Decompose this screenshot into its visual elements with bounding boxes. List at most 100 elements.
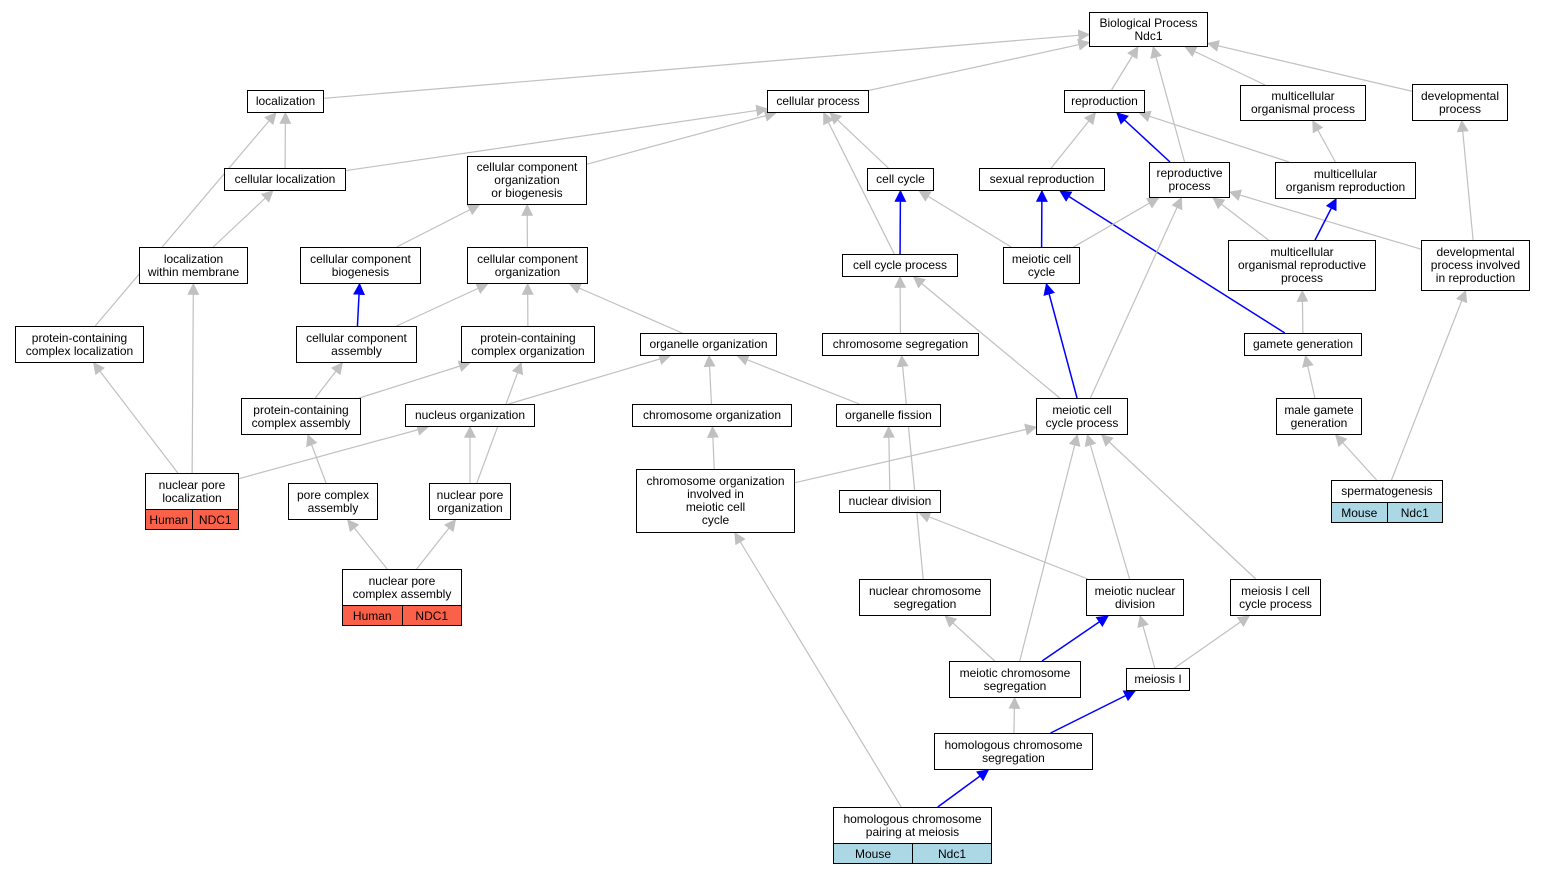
node-nuclear-division[interactable]: nuclear division	[839, 490, 941, 513]
edge-organelle_organization-to-cc_organization	[568, 282, 683, 334]
edge-gamete_generation-to-sexual_reproduction	[1059, 190, 1286, 334]
node-localization-within-membrane[interactable]: localization within membrane	[139, 247, 248, 284]
edge-meiotic_nuclear_division-to-nuclear_division	[918, 511, 1089, 580]
species-label: Human	[146, 510, 192, 529]
edge-reproductive_process-to-bp	[1150, 45, 1186, 163]
edge-pc_localization-to-localization	[94, 112, 277, 327]
node-meiotic-nuclear-division[interactable]: meiotic nuclear division	[1086, 579, 1184, 616]
edge-meiosis_i-to-meiotic_nuclear_division	[1137, 614, 1156, 669]
annotation-spermatogenesis: Mouse Ndc1	[1331, 502, 1443, 523]
node-nuclear-pore-localization[interactable]: nuclear pore localization	[145, 473, 239, 510]
node-biological-process[interactable]: Biological Process Ndc1	[1089, 12, 1208, 47]
edge-chromosome_organization-to-organelle_organization	[703, 354, 716, 405]
node-protein-containing-complex-organization[interactable]: protein-containing complex organization	[461, 326, 595, 363]
edge-meiotic_chrom_seg-to-meiotic_ccp	[1019, 433, 1081, 662]
gene-label: Ndc1	[1386, 503, 1442, 522]
node-reproduction[interactable]: reproduction	[1064, 90, 1145, 113]
edge-cellular_process-to-bp	[868, 38, 1091, 91]
node-meiotic-cell-cycle-process[interactable]: meiotic cell cycle process	[1036, 398, 1128, 435]
node-gamete-generation[interactable]: gamete generation	[1244, 333, 1362, 356]
node-developmental-process[interactable]: developmental process	[1412, 84, 1508, 121]
node-cell-cycle[interactable]: cell cycle	[867, 168, 934, 191]
node-male-gamete-generation[interactable]: male gamete generation	[1276, 398, 1362, 435]
edge-cc_biogenesis-to-ccob	[396, 204, 481, 248]
edge-pc_assembly-to-pc_organization	[359, 360, 471, 399]
node-developmental-process-involved-in-reproduction[interactable]: developmental process involved in reprod…	[1421, 240, 1530, 291]
edge-hom_chrom_pairing-to-hom_chrom_seg	[937, 769, 990, 808]
edge-organelle_fission-to-organelle_organization	[736, 354, 860, 405]
gene-label: NDC1	[191, 510, 238, 529]
edge-meiotic_nuclear_division-to-meiotic_ccp	[1084, 433, 1131, 580]
annotation-hom-chrom-pairing: Mouse Ndc1	[833, 843, 992, 864]
node-meiotic-cell-cycle[interactable]: meiotic cell cycle	[1003, 247, 1080, 284]
node-cellular-component-organization[interactable]: cellular component organization	[467, 247, 588, 284]
edge-localization_within_membrane-to-cellular_localization	[212, 190, 274, 248]
node-cellular-component-biogenesis[interactable]: cellular component biogenesis	[300, 247, 421, 284]
node-meiosis-i[interactable]: meiosis I	[1126, 668, 1190, 691]
edge-mor_process-to-multicellular_organism_reproduction	[1314, 197, 1337, 241]
node-cell-cycle-process[interactable]: cell cycle process	[842, 254, 958, 277]
node-cellular-component-assembly[interactable]: cellular component assembly	[296, 326, 417, 363]
node-chromosome-organization-involved-in-meiotic-cell-cycle[interactable]: chromosome organization involved in meio…	[636, 469, 795, 533]
edge-meiotic_cell_cycle-to-reproductive_process	[1073, 197, 1160, 248]
node-organelle-fission[interactable]: organelle fission	[836, 404, 941, 427]
edge-localization-to-bp	[323, 29, 1091, 99]
edge-ccob-to-cellular_process	[586, 110, 777, 165]
node-pore-complex-assembly[interactable]: pore complex assembly	[288, 483, 378, 520]
edge-co_meiotic-to-chromosome_organization	[706, 425, 719, 470]
node-chromosome-organization[interactable]: chromosome organization	[632, 404, 792, 427]
edge-meiotic_ccp-to-meiotic_cell_cycle	[1043, 282, 1078, 399]
edge-spermatogenesis-to-dev_in_repro	[1390, 289, 1468, 481]
edge-npl-to-pc_localization	[92, 362, 179, 474]
edge-hom_chrom_pairing-to-co_meiotic	[734, 531, 902, 808]
node-meiotic-chromosome-segregation[interactable]: meiotic chromosome segregation	[949, 661, 1081, 698]
edge-multicellular_organism_reproduction-to-multicellular_organismal_process	[1312, 119, 1336, 163]
node-cellular-localization[interactable]: cellular localization	[224, 168, 346, 191]
edge-cell_cycle_process-to-cellular_process	[823, 111, 895, 255]
edge-pc_assembly-to-cc_assembly	[314, 362, 343, 399]
edge-co_meiotic-to-meiotic_ccp	[794, 423, 1038, 484]
node-organelle-organization[interactable]: organelle organization	[640, 333, 777, 356]
node-sexual-reproduction[interactable]: sexual reproduction	[979, 168, 1105, 191]
edge-multicellular_organism_reproduction-to-reproduction	[1138, 110, 1290, 163]
node-localization[interactable]: localization	[247, 90, 324, 113]
edge-npca-to-np_organization	[416, 519, 457, 570]
edge-meiotic_cell_cycle-to-cell_cycle	[918, 190, 1012, 248]
edge-meiosis_i-to-meiosis_i_ccp	[1174, 615, 1250, 669]
node-chromosome-segregation[interactable]: chromosome segregation	[822, 333, 979, 356]
node-protein-containing-complex-assembly[interactable]: protein-containing complex assembly	[241, 398, 361, 435]
edge-meiotic_ccp-to-cell_cycle_process	[912, 276, 1061, 399]
node-reproductive-process[interactable]: reproductive process	[1149, 162, 1230, 198]
node-cellular-component-organization-or-biogenesis[interactable]: cellular component organization or bioge…	[467, 156, 587, 205]
node-spermatogenesis[interactable]: spermatogenesis	[1331, 480, 1443, 503]
node-nuclear-pore-complex-assembly[interactable]: nuclear pore complex assembly	[342, 569, 462, 606]
annotation-npca: Human NDC1	[342, 605, 462, 626]
edge-mor_process-to-reproductive_process	[1212, 197, 1269, 241]
node-homologous-chromosome-segregation[interactable]: homologous chromosome segregation	[934, 733, 1093, 770]
edge-gamete_generation-to-mor_process	[1296, 289, 1309, 334]
edge-cc_assembly-to-cc_biogenesis	[353, 282, 366, 327]
node-homologous-chromosome-pairing-at-meiosis[interactable]: homologous chromosome pairing at meiosis	[833, 807, 992, 844]
edge-npca-to-pore_complex_assembly	[347, 519, 388, 570]
node-cellular-process[interactable]: cellular process	[767, 90, 869, 113]
edge-cell_cycle-to-cellular_process	[829, 112, 889, 169]
node-multicellular-organismal-reproductive-process[interactable]: multicellular organismal reproductive pr…	[1228, 240, 1376, 291]
edge-sexual_reproduction-to-reproduction	[1050, 112, 1097, 169]
edge-developmental_process-to-bp	[1206, 40, 1413, 92]
edge-cc_assembly-to-cc_organization	[396, 283, 489, 327]
edge-nuclear_chrom_seg-to-chromosome_segregation	[896, 354, 924, 580]
node-nuclear-chromosome-segregation[interactable]: nuclear chromosome segregation	[859, 579, 991, 616]
node-nuclear-pore-organization[interactable]: nuclear pore organization	[429, 483, 511, 520]
node-protein-containing-complex-localization[interactable]: protein-containing complex localization	[15, 326, 144, 363]
node-nucleus-organization[interactable]: nucleus organization	[405, 404, 535, 427]
edge-meiotic_chrom_seg-to-meiotic_nuclear_division	[1041, 615, 1109, 662]
annotation-npl: Human NDC1	[145, 509, 239, 530]
species-label: Mouse	[1332, 503, 1387, 522]
node-meiosis-i-cell-cycle-process[interactable]: meiosis I cell cycle process	[1230, 579, 1321, 616]
node-multicellular-organism-reproduction[interactable]: multicellular organism reproduction	[1275, 162, 1416, 199]
species-label: Mouse	[834, 844, 912, 863]
edge-hom_chrom_seg-to-meiotic_chrom_seg	[1008, 696, 1021, 734]
edge-reproduction-to-bp	[1111, 45, 1139, 91]
node-multicellular-organismal-process[interactable]: multicellular organismal process	[1240, 85, 1366, 121]
